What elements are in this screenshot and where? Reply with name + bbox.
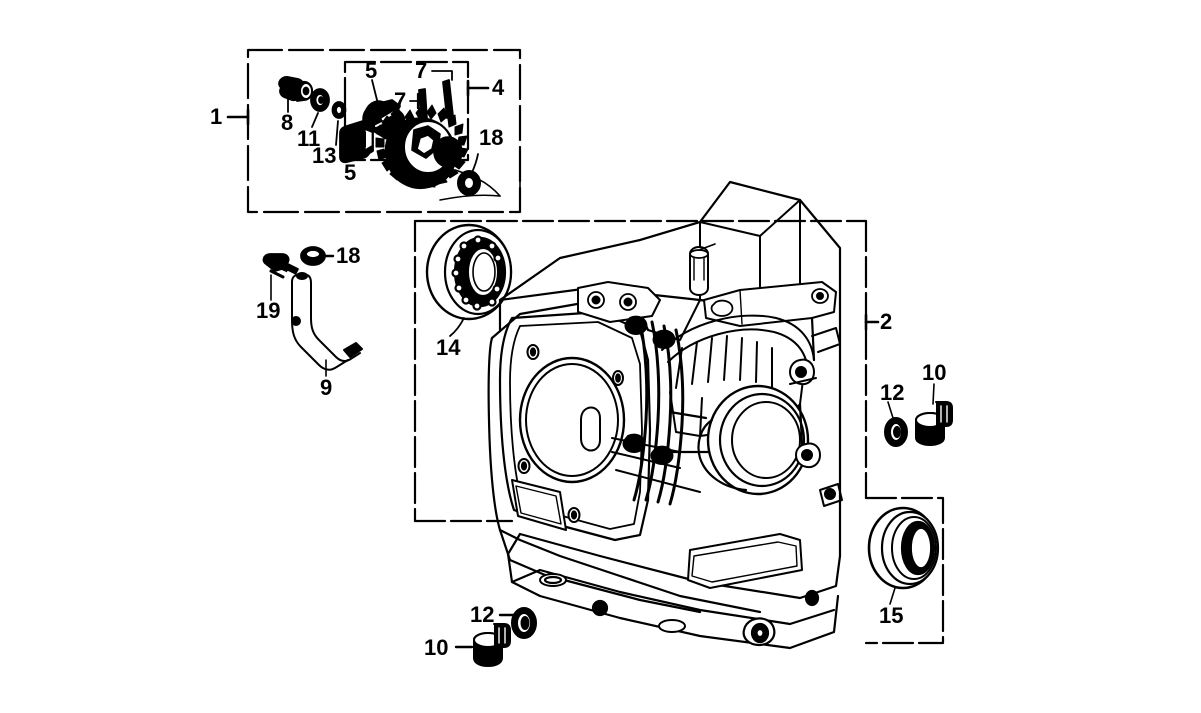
crankcase-tappet-passages xyxy=(611,315,701,506)
part-12-washer-bottom xyxy=(511,607,537,639)
callout-label-11: 11 xyxy=(297,126,321,151)
callout-label-13: 13 xyxy=(312,143,337,168)
part-12-washer-right xyxy=(884,417,908,447)
crankcase-right-tubes xyxy=(789,327,843,507)
callout-label-2: 2 xyxy=(880,309,893,334)
part-10-plug-bottom xyxy=(473,623,511,667)
callout-label-15: 15 xyxy=(879,603,904,628)
part-11-washer xyxy=(310,88,330,112)
callout-label-7a: 7 xyxy=(415,58,428,83)
crankcase-main-bore xyxy=(668,384,810,496)
callout-label-18a: 18 xyxy=(479,125,504,150)
callout-label-18b: 18 xyxy=(336,243,361,268)
callout-label-9: 9 xyxy=(320,375,333,400)
group-box-1 xyxy=(246,48,522,214)
crankcase-mount-ear-upper xyxy=(577,281,661,323)
callout-label-5b: 5 xyxy=(344,160,357,185)
callout-label-8: 8 xyxy=(281,110,294,135)
crankcase-right-wall xyxy=(798,298,842,558)
oil-pump-gear xyxy=(375,104,469,189)
callout-label-7b: 7 xyxy=(394,88,407,113)
callout-label-14: 14 xyxy=(436,335,461,360)
callout-label-10b: 10 xyxy=(424,635,449,660)
part-19-clip xyxy=(262,253,299,279)
callout-label-12b: 12 xyxy=(470,602,495,627)
callout-label-4: 4 xyxy=(492,75,505,100)
callout-label-5a: 5 xyxy=(365,58,378,83)
part-10-plug-right xyxy=(915,401,953,446)
callout-label-10a: 10 xyxy=(922,360,947,385)
callout-label-19: 19 xyxy=(256,298,281,323)
part-18-seal xyxy=(300,246,326,266)
part-14-ball-bearing xyxy=(425,223,513,321)
part-8-plunger xyxy=(278,76,314,102)
part-15-oil-seal xyxy=(867,506,940,590)
callout-label-1: 1 xyxy=(210,104,223,129)
crankcase-cooling-fins xyxy=(661,314,815,437)
crankcase-bottom-flange xyxy=(506,532,842,650)
callout-label-12a: 12 xyxy=(880,380,905,405)
part-9-oil-pipe xyxy=(291,272,363,371)
part-13-ball-seat xyxy=(331,101,347,119)
